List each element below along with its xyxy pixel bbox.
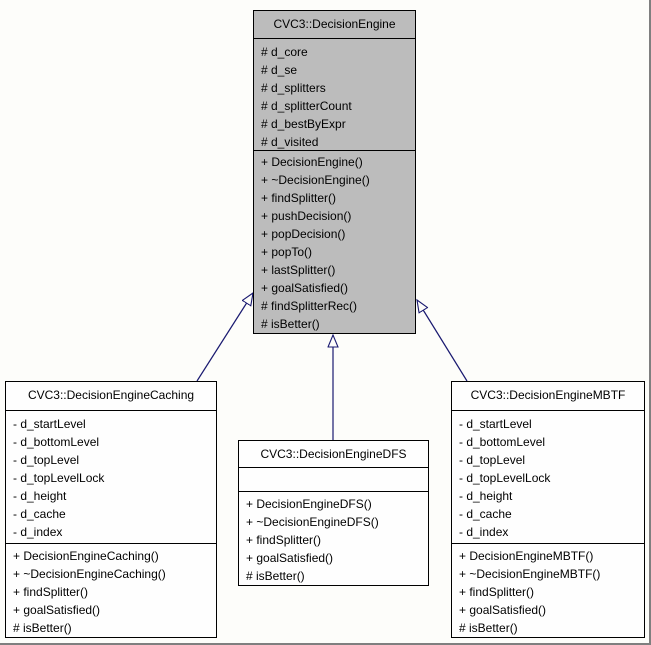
member-row: # d_core — [261, 45, 308, 59]
member-row: - d_height — [13, 489, 67, 503]
member-row: + goalSatisfied() — [246, 551, 334, 565]
member-row: + findSplitter() — [246, 533, 322, 547]
member-row: + goalSatisfied() — [261, 281, 349, 295]
generalization-edge-caching — [196, 293, 253, 382]
member-row: - d_topLevel — [13, 453, 80, 467]
class-node-decision-engine[interactable]: CVC3::DecisionEngine # d_core# d_se# d_s… — [253, 10, 416, 334]
member-row: # d_splitters — [261, 81, 326, 95]
class-node-decision-engine-mbtf[interactable]: CVC3::DecisionEngineMBTF - d_startLevel-… — [451, 381, 645, 638]
member-row: + findSplitter() — [459, 585, 535, 599]
member-row: + goalSatisfied() — [13, 603, 101, 617]
member-row: # d_bestByExpr — [261, 117, 346, 131]
generalization-edge-mbtf — [417, 300, 468, 382]
member-row: + ~DecisionEngineCaching() — [13, 567, 166, 581]
member-row: + findSplitter() — [13, 585, 89, 599]
member-row: + findSplitter() — [261, 191, 337, 205]
member-row: + pushDecision() — [261, 209, 352, 223]
member-row: - d_topLevelLock — [13, 471, 105, 485]
class-fields: # d_core # d_se # d_splitters # d_splitterC… — [254, 39, 415, 151]
member-row: # isBetter() — [459, 621, 518, 635]
member-row: + popDecision() — [261, 227, 346, 241]
member-row: + DecisionEngineMBTF() — [459, 549, 594, 563]
member-row: # isBetter() — [13, 621, 72, 635]
member-row: - d_startLevel — [13, 417, 86, 431]
class-methods: + DecisionEngineCaching() + ~DecisionEngi… — [6, 544, 216, 637]
class-title[interactable]: CVC3::DecisionEngineDFS — [239, 441, 428, 468]
member-row: + DecisionEngineDFS() — [246, 497, 372, 511]
member-row: - d_topLevel — [459, 453, 526, 467]
member-row: + DecisionEngine() — [261, 155, 363, 169]
member-row: - d_cache — [459, 507, 512, 521]
class-methods: + DecisionEngineMBTF() + ~DecisionEngineM… — [452, 544, 644, 637]
class-fields: - d_startLevel - d_bottomLevel - d_topLeve… — [452, 411, 644, 544]
member-row: # findSplitterRec() — [261, 299, 358, 313]
class-fields — [239, 468, 428, 492]
member-row: - d_index — [13, 525, 63, 539]
member-row: - d_bottomLevel — [13, 435, 100, 449]
member-row: - d_height — [459, 489, 513, 503]
member-row: - d_topLevelLock — [459, 471, 551, 485]
class-title[interactable]: CVC3::DecisionEngineCaching — [6, 382, 216, 411]
member-row: - d_bottomLevel — [459, 435, 546, 449]
member-row: - d_index — [459, 525, 509, 539]
member-row: # d_visited — [261, 135, 319, 149]
class-node-decision-engine-caching[interactable]: CVC3::DecisionEngineCaching - d_startLev… — [5, 381, 217, 638]
member-row: + ~DecisionEngineMBTF() — [459, 567, 601, 581]
member-row: # isBetter() — [246, 569, 305, 583]
class-methods: + DecisionEngine() + ~DecisionEngine() + f… — [254, 151, 415, 333]
member-row: + popTo() — [261, 245, 313, 259]
class-title[interactable]: CVC3::DecisionEngineMBTF — [452, 382, 644, 411]
member-row: # isBetter() — [261, 317, 320, 331]
member-row: - d_cache — [13, 507, 66, 521]
class-title[interactable]: CVC3::DecisionEngine — [254, 11, 415, 39]
member-row: + DecisionEngineCaching() — [13, 549, 159, 563]
class-fields: - d_startLevel - d_bottomLevel - d_topLeve… — [6, 411, 216, 544]
class-methods: + DecisionEngineDFS() + ~DecisionEngineDF… — [239, 492, 428, 585]
member-row: - d_startLevel — [459, 417, 532, 431]
member-row: + ~DecisionEngine() — [261, 173, 370, 187]
member-row: + goalSatisfied() — [459, 603, 547, 617]
member-row: # d_se — [261, 63, 298, 77]
class-node-decision-engine-dfs[interactable]: CVC3::DecisionEngineDFS + DecisionEngine… — [238, 440, 429, 586]
member-row: + ~DecisionEngineDFS() — [246, 515, 379, 529]
member-row: # d_splitterCount — [261, 99, 352, 113]
member-row: + lastSplitter() — [261, 263, 336, 277]
